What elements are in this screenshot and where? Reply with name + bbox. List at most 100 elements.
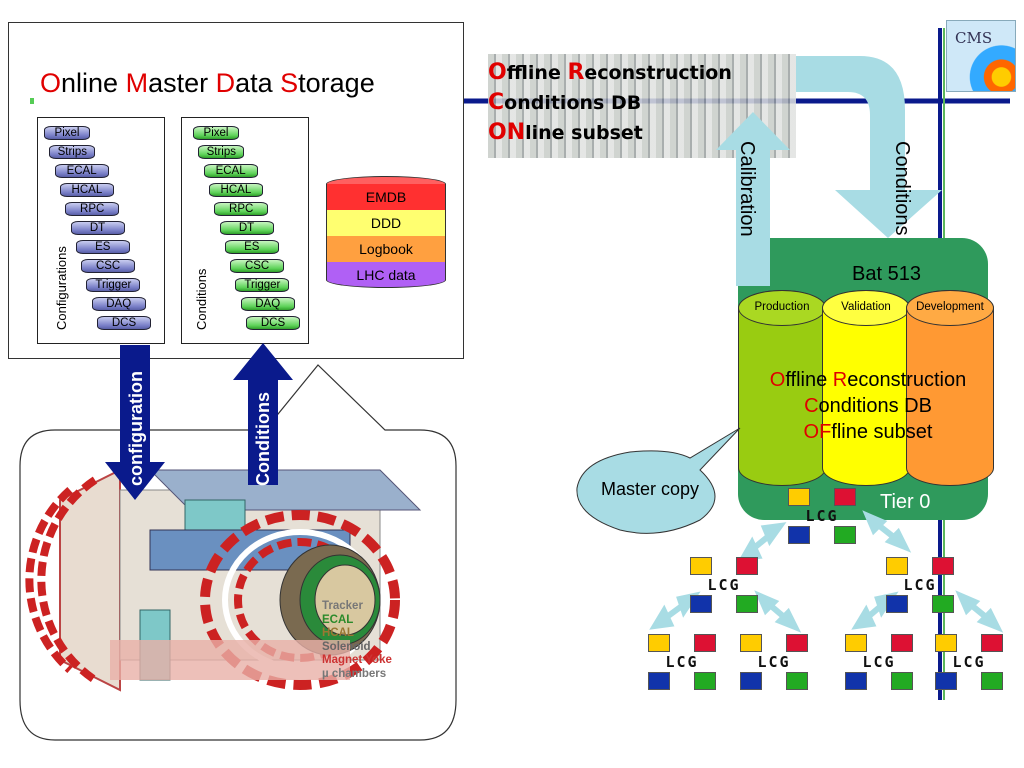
lcg-square: [788, 526, 810, 544]
lcg-text: LCG: [903, 576, 937, 594]
subsystem-disk-pixel: Pixel: [193, 126, 239, 140]
lcg-square: [736, 557, 758, 575]
production-cylinder: Production: [738, 290, 826, 486]
lcg-logo-0: LCG: [788, 488, 856, 544]
bullet-marker: [30, 98, 34, 104]
cms-logo-text: CMS: [955, 29, 993, 47]
conditions-flow-arrow: [796, 56, 942, 238]
configuration-arrow: [105, 345, 165, 500]
subsystem-disk-es: ES: [75, 240, 130, 254]
production-label: Production: [754, 301, 810, 313]
subsystem-disk-pixel: Pixel: [44, 126, 90, 140]
bat513-title: Bat 513: [852, 263, 921, 285]
subsystem-disk-csc: CSC: [81, 259, 136, 273]
db-logbook: Logbook: [326, 236, 446, 262]
orcon-label: Offline Reconstruction Conditions DB ONl…: [488, 60, 732, 145]
subsystem-disk-daq: DAQ: [91, 297, 146, 311]
lcg-square: [736, 595, 758, 613]
lcg-square: [845, 634, 867, 652]
conditions-flow-label: Conditions: [891, 141, 913, 236]
lcg-text: LCG: [805, 507, 839, 525]
lcg-text: LCG: [862, 653, 896, 671]
lcg-square: [786, 672, 808, 690]
lcg-text: LCG: [665, 653, 699, 671]
lcg-square: [845, 672, 867, 690]
legend-hcal: HCAL: [322, 627, 354, 639]
cms-logo: CMS: [946, 20, 1016, 92]
db-ddd: DDD: [326, 210, 446, 236]
lcg-square: [834, 488, 856, 506]
subsystem-disk-dcs: DCS: [246, 316, 300, 330]
lcg-square: [886, 595, 908, 613]
lcg-logo-2: LCG: [886, 557, 954, 613]
subsystem-disk-trigger: Trigger: [235, 278, 290, 292]
subsystem-disk-dcs: DCS: [97, 316, 151, 330]
legend-tracker: Tracker: [322, 600, 363, 612]
lcg-square: [932, 557, 954, 575]
subsystem-disk-hcal: HCAL: [208, 183, 263, 197]
lcg-square: [891, 634, 913, 652]
legend-mu-chambers: µ chambers: [322, 667, 387, 680]
lcg-text: LCG: [952, 653, 986, 671]
cms-detector-drawing: [25, 468, 422, 692]
lcg-square: [935, 672, 957, 690]
lcg-square: [935, 634, 957, 652]
tier0-label: Tier 0: [880, 491, 931, 513]
lcg-square: [981, 634, 1003, 652]
subsystem-disk-dt: DT: [70, 221, 125, 235]
lcg-square: [690, 557, 712, 575]
subsystem-disk-strips: Strips: [198, 145, 245, 159]
subsystem-disk-ecal: ECAL: [54, 164, 109, 178]
legend-solenoid: Solenoid: [322, 640, 371, 653]
lcg-square: [786, 634, 808, 652]
subsystem-disk-es: ES: [224, 240, 279, 254]
validation-label: Validation: [841, 301, 891, 313]
subsystem-disk-rpc: RPC: [214, 202, 269, 216]
subsystem-disk-rpc: RPC: [65, 202, 120, 216]
subsystem-disk-daq: DAQ: [240, 297, 295, 311]
lcg-logo-6: LCG: [935, 634, 1003, 690]
legend-magnet-yoke: Magnet Yoke: [322, 654, 392, 666]
lcg-square: [834, 526, 856, 544]
conditions-up-arrow: [233, 343, 293, 485]
lcg-text: LCG: [707, 576, 741, 594]
lcg-square: [648, 672, 670, 690]
subsystem-disk-csc: CSC: [230, 259, 285, 273]
lcg-square: [788, 488, 810, 506]
lcg-square: [648, 634, 670, 652]
lcg-square: [694, 672, 716, 690]
lcg-square: [891, 672, 913, 690]
db-emdb: EMDB: [326, 184, 446, 210]
lcg-square: [694, 634, 716, 652]
lcg-square: [740, 672, 762, 690]
lcg-logo-3: LCG: [648, 634, 716, 690]
calibration-label: Calibration: [736, 141, 758, 237]
oroff-label: Offline Reconstruction Conditions DB OFf…: [769, 369, 967, 443]
lcg-logo-4: LCG: [740, 634, 808, 690]
calibration-arrow: [716, 112, 790, 286]
lcg-square: [690, 595, 712, 613]
lcg-square: [981, 672, 1003, 690]
master-copy-label: Master copy: [600, 479, 700, 499]
subsystem-disk-strips: Strips: [49, 145, 96, 159]
development-cylinder: Development: [906, 290, 994, 486]
lcg-logo-5: LCG: [845, 634, 913, 690]
lcg-text: LCG: [757, 653, 791, 671]
subsystem-disk-hcal: HCAL: [59, 183, 114, 197]
detector-legend: Tracker ECAL HCAL Solenoid Magnet Yoke µ…: [322, 600, 392, 681]
development-label: Development: [916, 301, 984, 313]
lcg-square: [886, 557, 908, 575]
lcg-square: [932, 595, 954, 613]
subsystem-disk-ecal: ECAL: [203, 164, 258, 178]
database-stack: EMDB DDD Logbook LHC data: [326, 176, 446, 296]
omds-title: Online Master Data Storage: [40, 68, 375, 98]
db-lhc-data: LHC data: [326, 262, 446, 288]
subsystem-disk-trigger: Trigger: [86, 278, 141, 292]
subsystem-disk-dt: DT: [219, 221, 274, 235]
